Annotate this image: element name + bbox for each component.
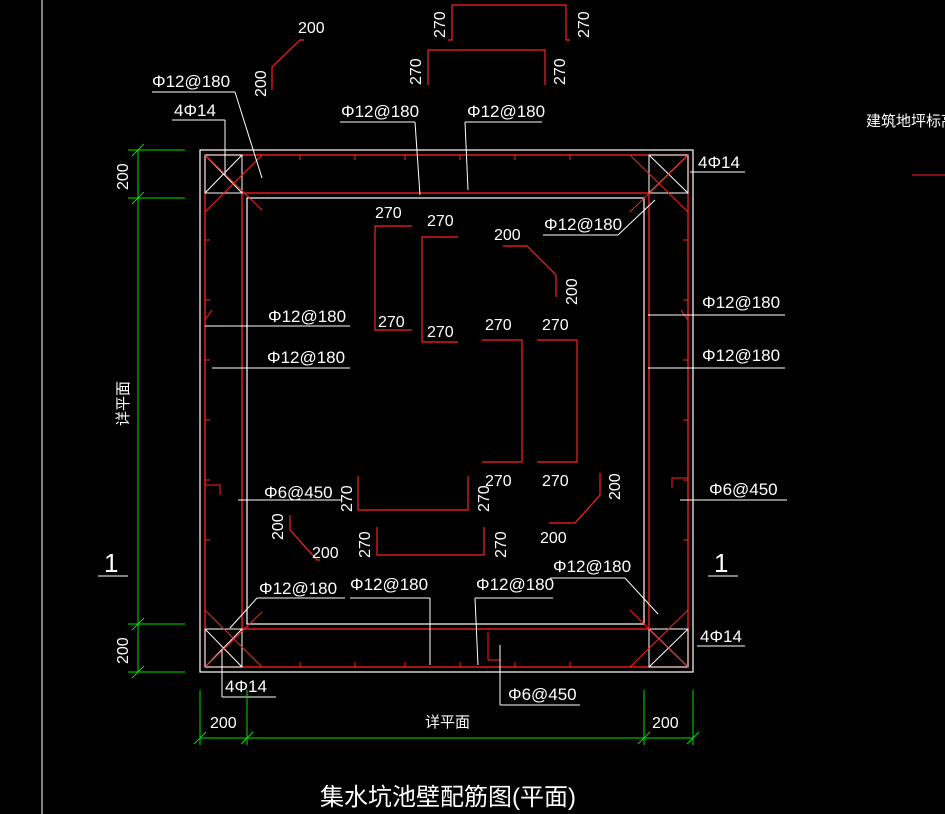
detail-c-3 (482, 339, 523, 463)
detail-u-bottom-2 (376, 527, 485, 556)
rebar-label-8: Φ12@180 (702, 346, 780, 365)
detail-u-bottom-1 (357, 476, 469, 511)
hook-mid-v: 200 (564, 278, 581, 305)
c1-top-len: 270 (375, 205, 402, 222)
rebar-label-11: Φ12@180 (350, 575, 428, 594)
c4-bottom-len: 270 (542, 473, 569, 490)
rebar-label-2: Φ12@180 (341, 102, 419, 121)
u-top-left-len: 270 (432, 11, 449, 38)
outer-rebar-ring (204, 154, 689, 668)
u-bottom1-left-len: 270 (339, 485, 356, 512)
stirrup-label-3: Φ6@450 (508, 685, 577, 704)
c1-bottom-len: 270 (378, 314, 405, 331)
drawing-title: 集水坑池壁配筋图(平面) (320, 784, 576, 811)
dim-bottom-left: 200 (210, 715, 237, 732)
rebar-label-12: Φ12@180 (476, 575, 554, 594)
rebar-label-1: Φ12@180 (152, 72, 230, 91)
u-top2-right-len: 270 (552, 58, 569, 85)
rebar-label-9: Φ12@180 (553, 557, 631, 576)
stirrup-label-1: Φ6@450 (264, 483, 333, 502)
dim-bottom-span: 详平面 (425, 714, 470, 731)
rebar-label-7: Φ12@180 (267, 348, 345, 367)
detail-c-1 (374, 225, 412, 331)
dim-left-bottom: 200 (115, 637, 132, 664)
detail-hook-lower-left (289, 515, 320, 561)
pit-outer-outline (199, 149, 694, 673)
rebar-label-6: Φ12@180 (702, 293, 780, 312)
rebar-label-3: Φ12@180 (467, 102, 545, 121)
detail-hook-top-left (271, 39, 304, 90)
detail-u-top-2 (427, 49, 546, 85)
u-bottom1-right-len: 270 (476, 485, 493, 512)
detail-c-2 (421, 236, 458, 343)
dim-left-span: 详平面 (115, 381, 132, 426)
u-top-right-len: 270 (576, 11, 593, 38)
hook-ll-v: 200 (270, 513, 287, 540)
pit-plan (199, 149, 694, 673)
corner-diagonal-bars (204, 154, 689, 668)
leader-lines (98, 91, 787, 706)
detail-c-4 (537, 339, 578, 463)
c2-bottom-len: 270 (427, 324, 454, 341)
corner-label-2: 4Φ14 (698, 153, 740, 172)
u-bottom2-right-len: 270 (493, 531, 510, 558)
detail-hook-lower-right (549, 473, 601, 524)
inner-rebar-ring (241, 192, 650, 630)
detail-hook-mid (503, 245, 557, 297)
section-mark-right: 1 (714, 548, 728, 578)
hook-mid-h: 200 (494, 227, 521, 244)
u-bottom2-left-len: 270 (357, 531, 374, 558)
c4-top-len: 270 (542, 317, 569, 334)
wall-tick-marks (205, 155, 688, 667)
rebar-label-4: Φ12@180 (544, 215, 622, 234)
dim-left-top: 200 (115, 163, 132, 190)
u-top2-left-len: 270 (408, 58, 425, 85)
corner-label-3: 4Φ14 (700, 627, 742, 646)
rebar-label-10: Φ12@180 (259, 579, 337, 598)
hook-ll-h: 200 (312, 545, 339, 562)
c3-top-len: 270 (485, 317, 512, 334)
rebar-label-5: Φ12@180 (268, 307, 346, 326)
hook-lr-h: 200 (540, 530, 567, 547)
rebar-detail-shapes (271, 4, 601, 561)
dimension-lines (128, 143, 700, 745)
dim-bottom-right: 200 (652, 715, 679, 732)
c3-bottom-len: 270 (485, 473, 512, 490)
hook-len-top-left-v: 200 (253, 70, 270, 97)
corner-label-1: 4Φ14 (174, 101, 216, 120)
pit-inner-outline (246, 197, 645, 625)
c2-top-len: 270 (427, 213, 454, 230)
hook-lr-v: 200 (607, 473, 624, 500)
stirrup-label-2: Φ6@450 (709, 480, 778, 499)
corner-label-4: 4Φ14 (225, 677, 267, 696)
floor-elevation-note: 建筑地坪标高- (866, 113, 945, 130)
stirrup-hooks (204, 309, 689, 661)
section-mark-left: 1 (104, 548, 118, 578)
detail-u-top (448, 4, 570, 41)
hook-len-top-left-h: 200 (298, 20, 325, 37)
